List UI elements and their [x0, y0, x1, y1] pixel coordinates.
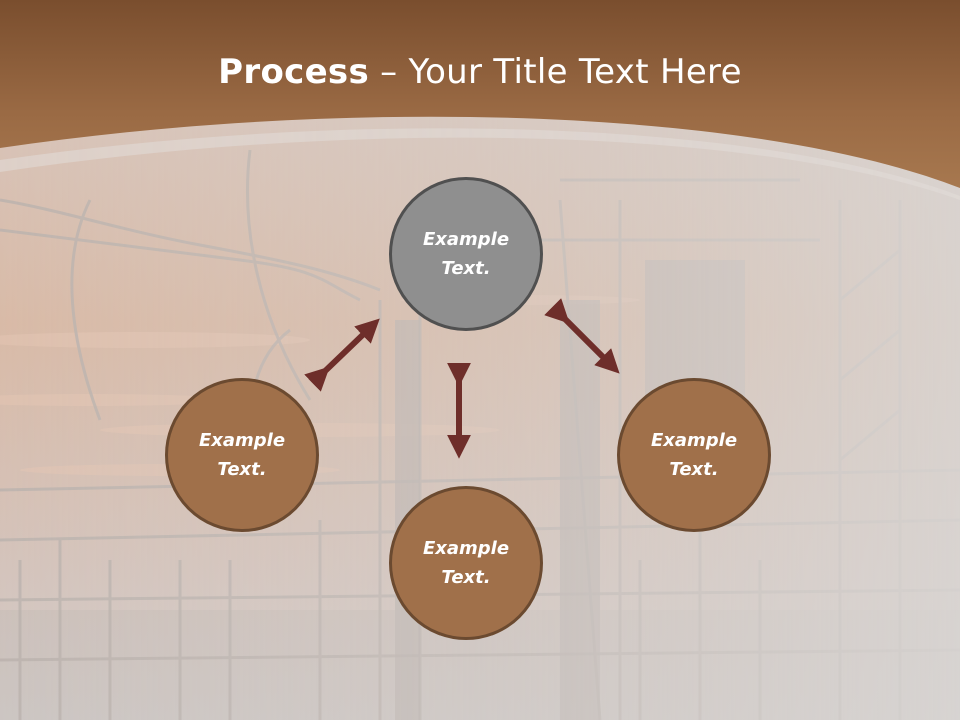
title-bold: Process: [218, 52, 370, 92]
node-top-line2: Text.: [441, 258, 491, 279]
node-top-line1: Example: [422, 229, 510, 250]
node-left-line1: Example: [198, 430, 286, 451]
node-bottom[interactable]: Example Text.: [389, 486, 543, 640]
node-right-line1: Example: [650, 430, 738, 451]
node-right[interactable]: Example Text.: [617, 378, 771, 532]
node-right-line2: Text.: [669, 459, 719, 480]
title-rest: – Your Title Text Here: [369, 52, 742, 92]
node-bottom-line2: Text.: [441, 567, 491, 588]
node-left[interactable]: Example Text.: [165, 378, 319, 532]
node-top[interactable]: Example Text.: [389, 177, 543, 331]
node-bottom-line1: Example: [422, 538, 510, 559]
header-band: [0, 0, 960, 200]
slide-title: Process – Your Title Text Here: [0, 52, 960, 92]
node-left-line2: Text.: [217, 459, 267, 480]
